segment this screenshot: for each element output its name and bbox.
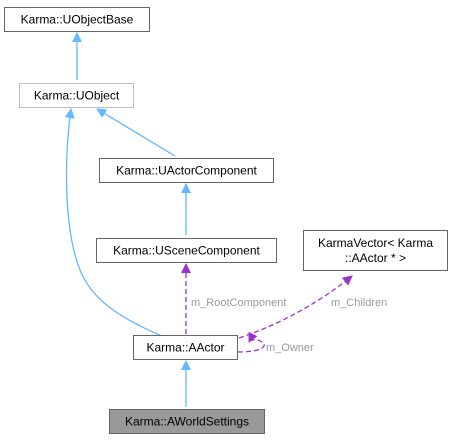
node-uscenecomponent-label: Karma::USceneComponent	[113, 244, 260, 258]
node-uactorcomponent-label: Karma::UActorComponent	[116, 164, 257, 178]
node-aworldsettings-label: Karma::AWorldSettings	[125, 415, 249, 429]
node-uscenecomponent[interactable]: Karma::USceneComponent	[96, 238, 277, 263]
edge-aactor-to-uobject	[64, 108, 163, 337]
node-uobject-label: Karma::UObject	[34, 89, 120, 103]
edge-uactorcomponent-to-uobject	[96, 108, 176, 157]
node-aactor-label: Karma::AActor	[146, 341, 224, 355]
edge-owner	[237, 331, 265, 353]
node-karmavector[interactable]: KarmaVector< Karma ::AActor * >	[303, 230, 448, 271]
edge-label-children: m_Children	[331, 297, 387, 309]
node-karmavector-label-line1: KarmaVector< Karma	[318, 236, 433, 250]
node-aworldsettings[interactable]: Karma::AWorldSettings	[109, 409, 265, 434]
node-uactorcomponent[interactable]: Karma::UActorComponent	[99, 158, 274, 183]
node-uobject[interactable]: Karma::UObject	[19, 83, 134, 108]
edge-label-root-component: m_RootComponent	[191, 297, 286, 309]
node-uobjectbase-label: Karma::UObjectBase	[21, 13, 134, 27]
node-aactor[interactable]: Karma::AActor	[133, 335, 238, 360]
node-karmavector-label-line2: ::AActor * >	[345, 251, 406, 265]
node-uobjectbase[interactable]: Karma::UObjectBase	[4, 7, 150, 32]
edge-label-owner: m_Owner	[266, 342, 314, 354]
